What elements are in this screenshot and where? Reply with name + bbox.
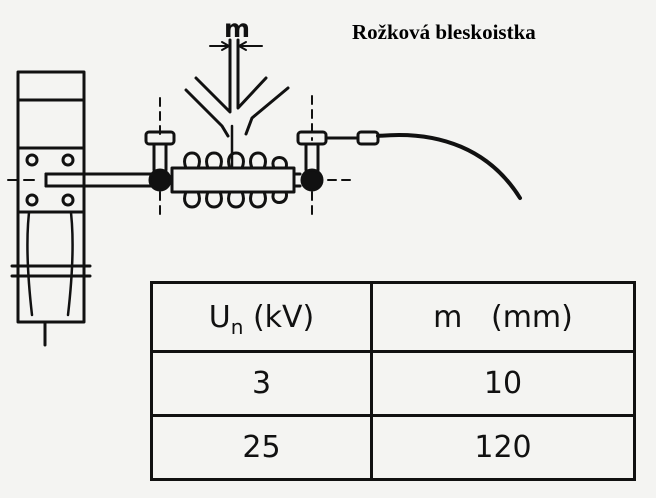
- table-row: 25 120: [150, 414, 636, 481]
- gap-symbol: m: [433, 299, 463, 335]
- diagram-title: Rožková bleskoistka: [352, 20, 536, 44]
- voltage-header: Un (kV): [150, 281, 373, 353]
- table-header-row: Un (kV) m (mm): [150, 281, 636, 353]
- voltage-subscript: n: [230, 314, 244, 339]
- line-conductor: [324, 130, 522, 200]
- support-rod: [7, 172, 162, 188]
- left-clamp: [144, 97, 176, 216]
- gap-unit: (mm): [490, 299, 573, 335]
- horn-electrodes: [184, 38, 290, 170]
- voltage-cell: 3: [150, 350, 373, 417]
- table-row: 3 10: [150, 350, 636, 417]
- gap-header: m (mm): [370, 281, 636, 353]
- voltage-symbol: U: [208, 299, 231, 335]
- gap-cell: 10: [370, 350, 636, 417]
- right-clamp: [292, 95, 353, 216]
- voltage-cell: 25: [150, 414, 373, 481]
- gap-dimension: [209, 41, 263, 51]
- gap-cell: 120: [370, 414, 636, 481]
- gap-dimension-label: m: [224, 14, 251, 43]
- spec-table: Un (kV) m (mm) 3 10 25 120: [150, 281, 636, 481]
- voltage-unit: (kV): [252, 299, 315, 335]
- insulator: [170, 151, 296, 209]
